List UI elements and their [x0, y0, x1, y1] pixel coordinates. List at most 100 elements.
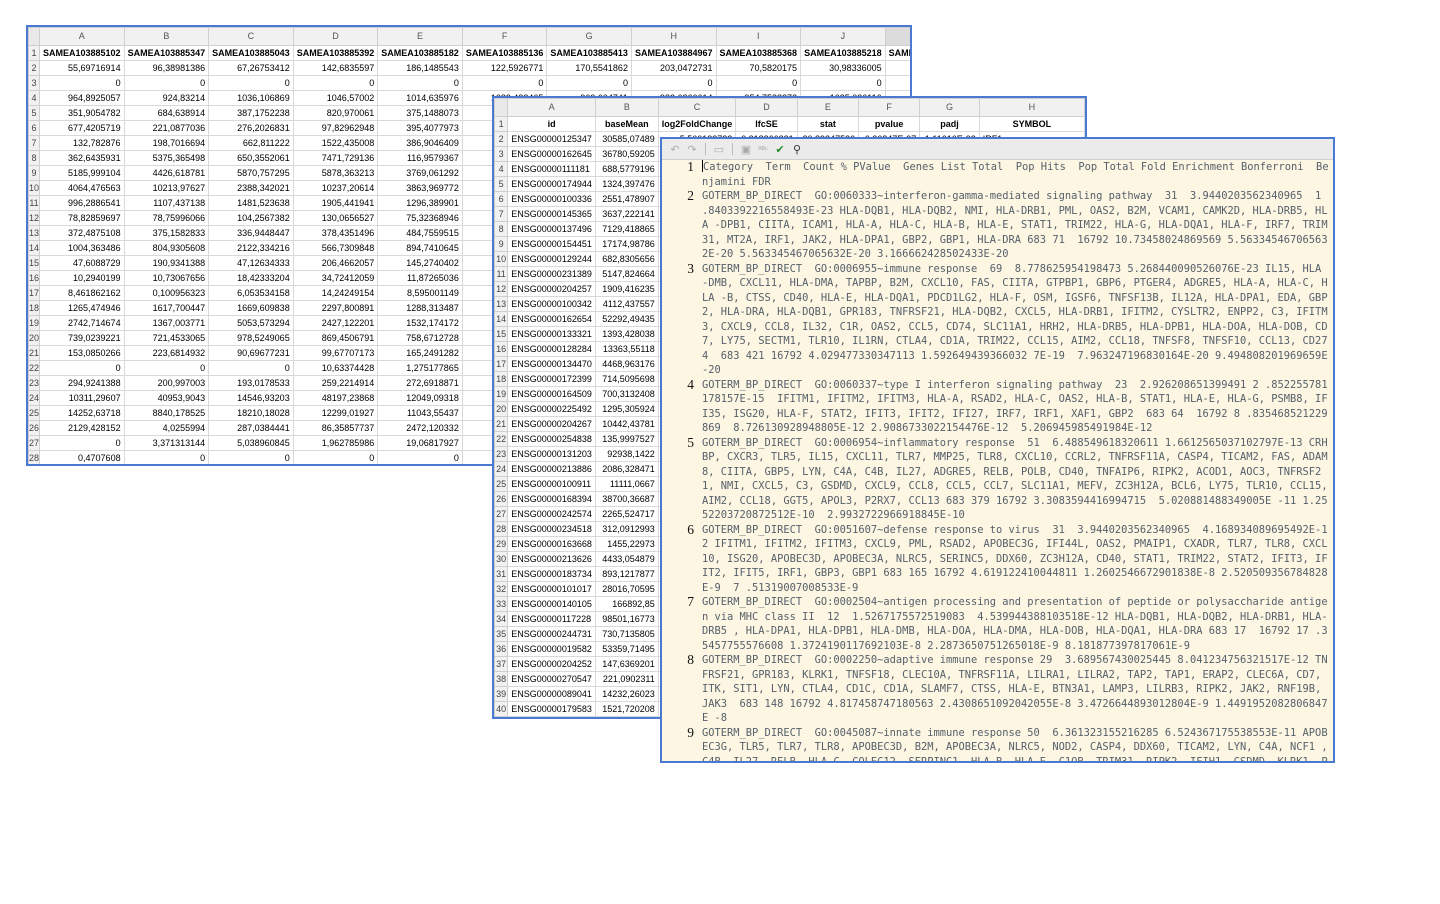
table-cell[interactable]: 12299,01927 — [292, 405, 379, 421]
table-cell[interactable]: 721,4533065 — [123, 330, 210, 346]
row-header[interactable]: 20 — [28, 330, 41, 346]
table-cell[interactable]: SAMEA103885182 — [377, 45, 463, 61]
line-text[interactable]: GOTERM_BP_DIRECT GO:0006955~immune respo… — [702, 262, 1328, 377]
table-cell[interactable]: ENSG00000100911 — [507, 476, 596, 492]
row-header[interactable]: 40 — [494, 701, 509, 717]
table-cell[interactable]: 5878,363213 — [292, 165, 379, 181]
select-all-corner[interactable] — [28, 27, 41, 46]
table-cell[interactable]: 1004,363486 — [39, 240, 125, 256]
row-header[interactable]: 27 — [494, 506, 509, 522]
table-cell[interactable]: 203,0472731 — [630, 60, 717, 76]
table-cell[interactable]: 3769,061292 — [377, 165, 463, 181]
row-header[interactable]: 5 — [494, 176, 509, 192]
row-header[interactable]: 29 — [494, 536, 509, 552]
table-cell[interactable]: 0 — [208, 360, 294, 376]
table-cell[interactable]: 147,6369201 — [594, 656, 659, 672]
table-cell[interactable]: 996,2886541 — [39, 195, 125, 211]
column-header[interactable]: E — [377, 27, 463, 46]
table-cell[interactable]: 0,83189235 — [40, 466, 125, 467]
row-header[interactable]: 3 — [28, 75, 41, 91]
table-cell[interactable]: 387,1752238 — [208, 105, 294, 121]
table-cell[interactable]: lfcSE — [735, 116, 798, 132]
column-header[interactable]: A — [39, 27, 125, 46]
table-cell[interactable]: 18210,18028 — [208, 405, 294, 421]
table-cell[interactable]: 6,053534158 — [208, 285, 294, 301]
row-header[interactable]: 19 — [28, 315, 41, 331]
row-header[interactable]: 15 — [28, 255, 41, 271]
row-header[interactable]: 13 — [494, 296, 509, 312]
table-cell[interactable]: 10,2940199 — [39, 270, 125, 286]
table-cell[interactable]: 71,87276974 — [884, 60, 910, 76]
line-text[interactable]: GOTERM_BP_DIRECT GO:0002504~antigen proc… — [702, 596, 1328, 652]
column-header[interactable]: G — [919, 98, 980, 117]
table-cell[interactable]: ENSG00000125347 — [507, 131, 596, 147]
table-cell[interactable]: ENSG00000242574 — [507, 506, 596, 522]
row-header[interactable]: 24 — [28, 390, 41, 406]
table-cell[interactable]: 714,5095698 — [594, 371, 659, 387]
table-cell[interactable]: 70,5820175 — [715, 60, 802, 76]
table-cell[interactable]: ENSG00000213626 — [507, 551, 596, 567]
table-cell[interactable]: 36780,59205 — [594, 146, 659, 162]
table-cell[interactable]: 97,82962948 — [292, 120, 379, 136]
table-cell[interactable]: ENSG00000183734 — [507, 566, 596, 582]
table-cell[interactable]: ENSG00000213886 — [507, 461, 596, 477]
table-cell[interactable]: 10311,29607 — [39, 390, 125, 406]
row-header[interactable]: 9 — [494, 236, 509, 252]
row-header[interactable]: 10 — [28, 180, 41, 196]
table-cell[interactable]: 11111,0667 — [594, 476, 659, 492]
table-cell[interactable]: 0 — [39, 360, 125, 376]
table-cell[interactable]: 14232,26023 — [594, 686, 659, 702]
table-cell[interactable]: 276,2026831 — [208, 120, 294, 136]
table-cell[interactable]: 104,2567382 — [208, 210, 294, 226]
table-cell[interactable]: 336,9448447 — [208, 225, 294, 241]
table-cell[interactable]: 804,9305608 — [123, 240, 210, 256]
table-cell[interactable]: 3863,969772 — [377, 180, 463, 196]
table-cell[interactable]: 650,3552061 — [208, 150, 294, 166]
table-cell[interactable]: 1521,720208 — [594, 701, 659, 717]
column-header[interactable]: F — [858, 98, 921, 117]
table-cell[interactable]: 86,35857737 — [292, 420, 379, 436]
table-cell[interactable]: 14252,63718 — [39, 405, 125, 421]
table-cell[interactable]: ENSG00000234518 — [507, 521, 596, 537]
table-cell[interactable]: 198,7016694 — [123, 135, 210, 151]
table-cell[interactable]: 1481,523638 — [208, 195, 294, 211]
table-cell[interactable]: ENSG00000117228 — [507, 611, 596, 627]
table-cell[interactable]: 1036,106869 — [208, 90, 294, 106]
table-cell[interactable]: 0,780066877 — [209, 466, 294, 467]
table-cell[interactable]: 55,69716914 — [39, 60, 125, 76]
table-cell[interactable]: ENSG00000154451 — [507, 236, 596, 252]
table-cell[interactable]: 0 — [715, 75, 802, 91]
row-header[interactable]: 34 — [494, 611, 509, 627]
table-cell[interactable]: 10,63374428 — [292, 360, 379, 376]
table-cell[interactable]: 1288,313487 — [377, 300, 463, 316]
table-cell[interactable]: ENSG00000121380 — [507, 716, 596, 717]
table-cell[interactable]: 92938,1422 — [594, 446, 659, 462]
table-cell[interactable]: 145,2740402 — [377, 255, 463, 271]
row-header[interactable]: 5 — [28, 105, 41, 121]
table-cell[interactable]: 78,75996066 — [123, 210, 210, 226]
table-cell[interactable]: 730,7135805 — [594, 626, 659, 642]
table-cell[interactable]: ENSG00000145365 — [507, 206, 596, 222]
table-cell[interactable]: SYMBOL — [978, 116, 1085, 132]
table-cell[interactable]: 2388,342021 — [208, 180, 294, 196]
table-cell[interactable]: 1296,389901 — [377, 195, 463, 211]
table-cell[interactable]: 0 — [292, 450, 379, 464]
table-cell[interactable]: 14,24249154 — [292, 285, 379, 301]
table-cell[interactable]: 0 — [208, 75, 294, 91]
column-header[interactable]: I — [715, 27, 802, 46]
table-cell[interactable]: 13363,55118 — [594, 341, 659, 357]
row-header[interactable]: 26 — [494, 491, 509, 507]
table-cell[interactable]: 2086,328471 — [594, 461, 659, 477]
line-text[interactable]: GOTERM_BP_DIRECT GO:0045087~innate immun… — [702, 726, 1328, 763]
row-header[interactable]: 22 — [28, 360, 41, 376]
table-cell[interactable]: 130,0656527 — [292, 210, 379, 226]
row-header[interactable]: 16 — [28, 270, 41, 286]
row-header[interactable]: 29 — [29, 466, 40, 467]
table-cell[interactable]: 135,9997527 — [594, 431, 659, 447]
column-header[interactable]: H — [978, 98, 1085, 117]
row-header[interactable]: 25 — [28, 405, 41, 421]
table-cell[interactable]: 18,42333204 — [208, 270, 294, 286]
table-cell[interactable]: 221,0877036 — [123, 120, 210, 136]
search-icon[interactable]: ⚲ — [792, 143, 802, 156]
